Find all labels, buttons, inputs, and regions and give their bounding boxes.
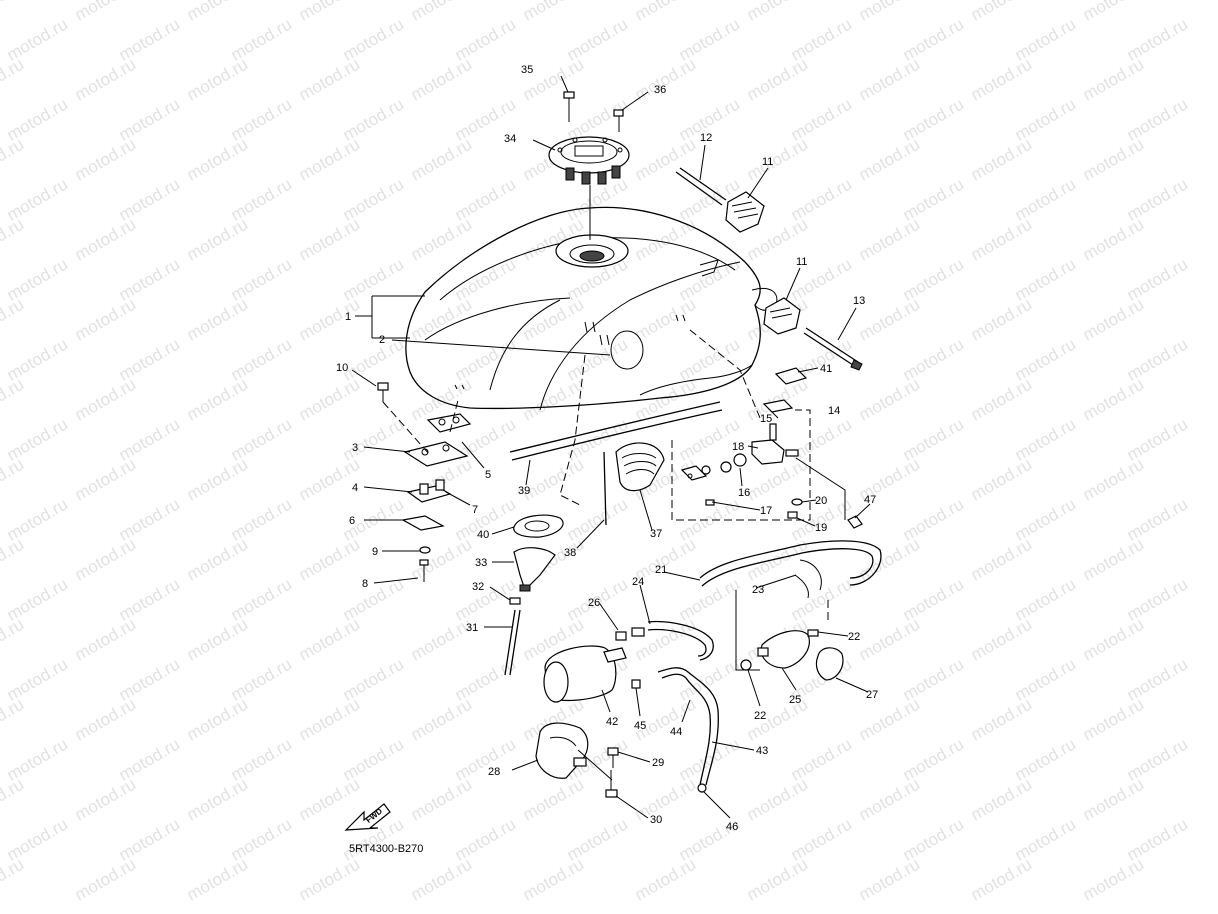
callout-28: 28 <box>488 766 500 778</box>
fuel-hoses <box>647 540 882 793</box>
callout-24: 24 <box>632 576 644 588</box>
leader-lines <box>351 75 871 819</box>
callout-37: 37 <box>650 528 662 540</box>
fuel-cap <box>548 136 630 185</box>
callout-9: 9 <box>372 546 378 558</box>
callout-39: 39 <box>518 485 530 497</box>
callout-11-lower: 11 <box>796 256 807 268</box>
callout-45: 45 <box>634 720 646 732</box>
callout-29: 29 <box>652 757 664 769</box>
callout-43: 43 <box>756 745 768 757</box>
callout-5: 5 <box>485 469 491 481</box>
left-mount-parts <box>377 382 472 582</box>
dampers <box>675 167 863 371</box>
callout-11-top: 11 <box>762 156 773 168</box>
cap-bolts <box>563 91 624 240</box>
center-parts <box>504 354 665 676</box>
diagram-code: 5RT4300-B270 <box>349 843 423 855</box>
callout-18: 18 <box>732 441 744 453</box>
callout-13: 13 <box>853 295 865 307</box>
callout-36: 36 <box>654 84 666 96</box>
tank-rubber-strip <box>509 401 723 461</box>
callout-10: 10 <box>336 362 348 374</box>
fwd-arrow: FWD <box>344 803 391 831</box>
callout-25: 25 <box>789 694 801 706</box>
fuel-cock-assembly <box>671 329 863 529</box>
callout-26: 26 <box>588 597 600 609</box>
callout-41: 41 <box>820 363 832 375</box>
callout-8: 8 <box>362 578 368 590</box>
callout-numbers: 1 2 3 4 5 6 7 8 9 10 11 11 12 13 14 15 1… <box>336 64 878 833</box>
pump-bracket <box>535 722 619 798</box>
fuel-tank <box>405 206 778 411</box>
callout-17: 17 <box>760 505 772 517</box>
callout-44: 44 <box>670 726 682 738</box>
callout-34: 34 <box>504 133 516 145</box>
callout-7: 7 <box>472 504 478 516</box>
callout-42: 42 <box>606 716 618 728</box>
callout-21: 21 <box>655 564 667 576</box>
callout-23: 23 <box>752 584 764 596</box>
callout-19: 19 <box>815 522 827 534</box>
callout-40: 40 <box>477 529 489 541</box>
callout-31: 31 <box>466 622 478 634</box>
callout-33: 33 <box>475 557 487 569</box>
callout-46: 46 <box>726 821 738 833</box>
callout-30: 30 <box>650 814 662 826</box>
callout-6: 6 <box>349 515 355 527</box>
callout-14: 14 <box>828 405 840 417</box>
callout-1: 1 <box>345 311 351 323</box>
callout-2: 2 <box>379 334 385 346</box>
callout-15: 15 <box>760 413 772 425</box>
callout-22-left: 22 <box>754 710 766 722</box>
callout-38: 38 <box>564 547 576 559</box>
callout-35: 35 <box>521 64 533 76</box>
fuel-pump-filter <box>543 627 844 703</box>
callout-27: 27 <box>866 689 878 701</box>
callout-22-right: 22 <box>848 631 860 643</box>
callout-47: 47 <box>864 494 876 506</box>
callout-32: 32 <box>472 581 484 593</box>
callout-20: 20 <box>815 495 827 507</box>
callout-3: 3 <box>352 442 358 454</box>
callout-12: 12 <box>700 132 712 144</box>
callout-4: 4 <box>352 482 358 494</box>
callout-16: 16 <box>738 487 750 499</box>
